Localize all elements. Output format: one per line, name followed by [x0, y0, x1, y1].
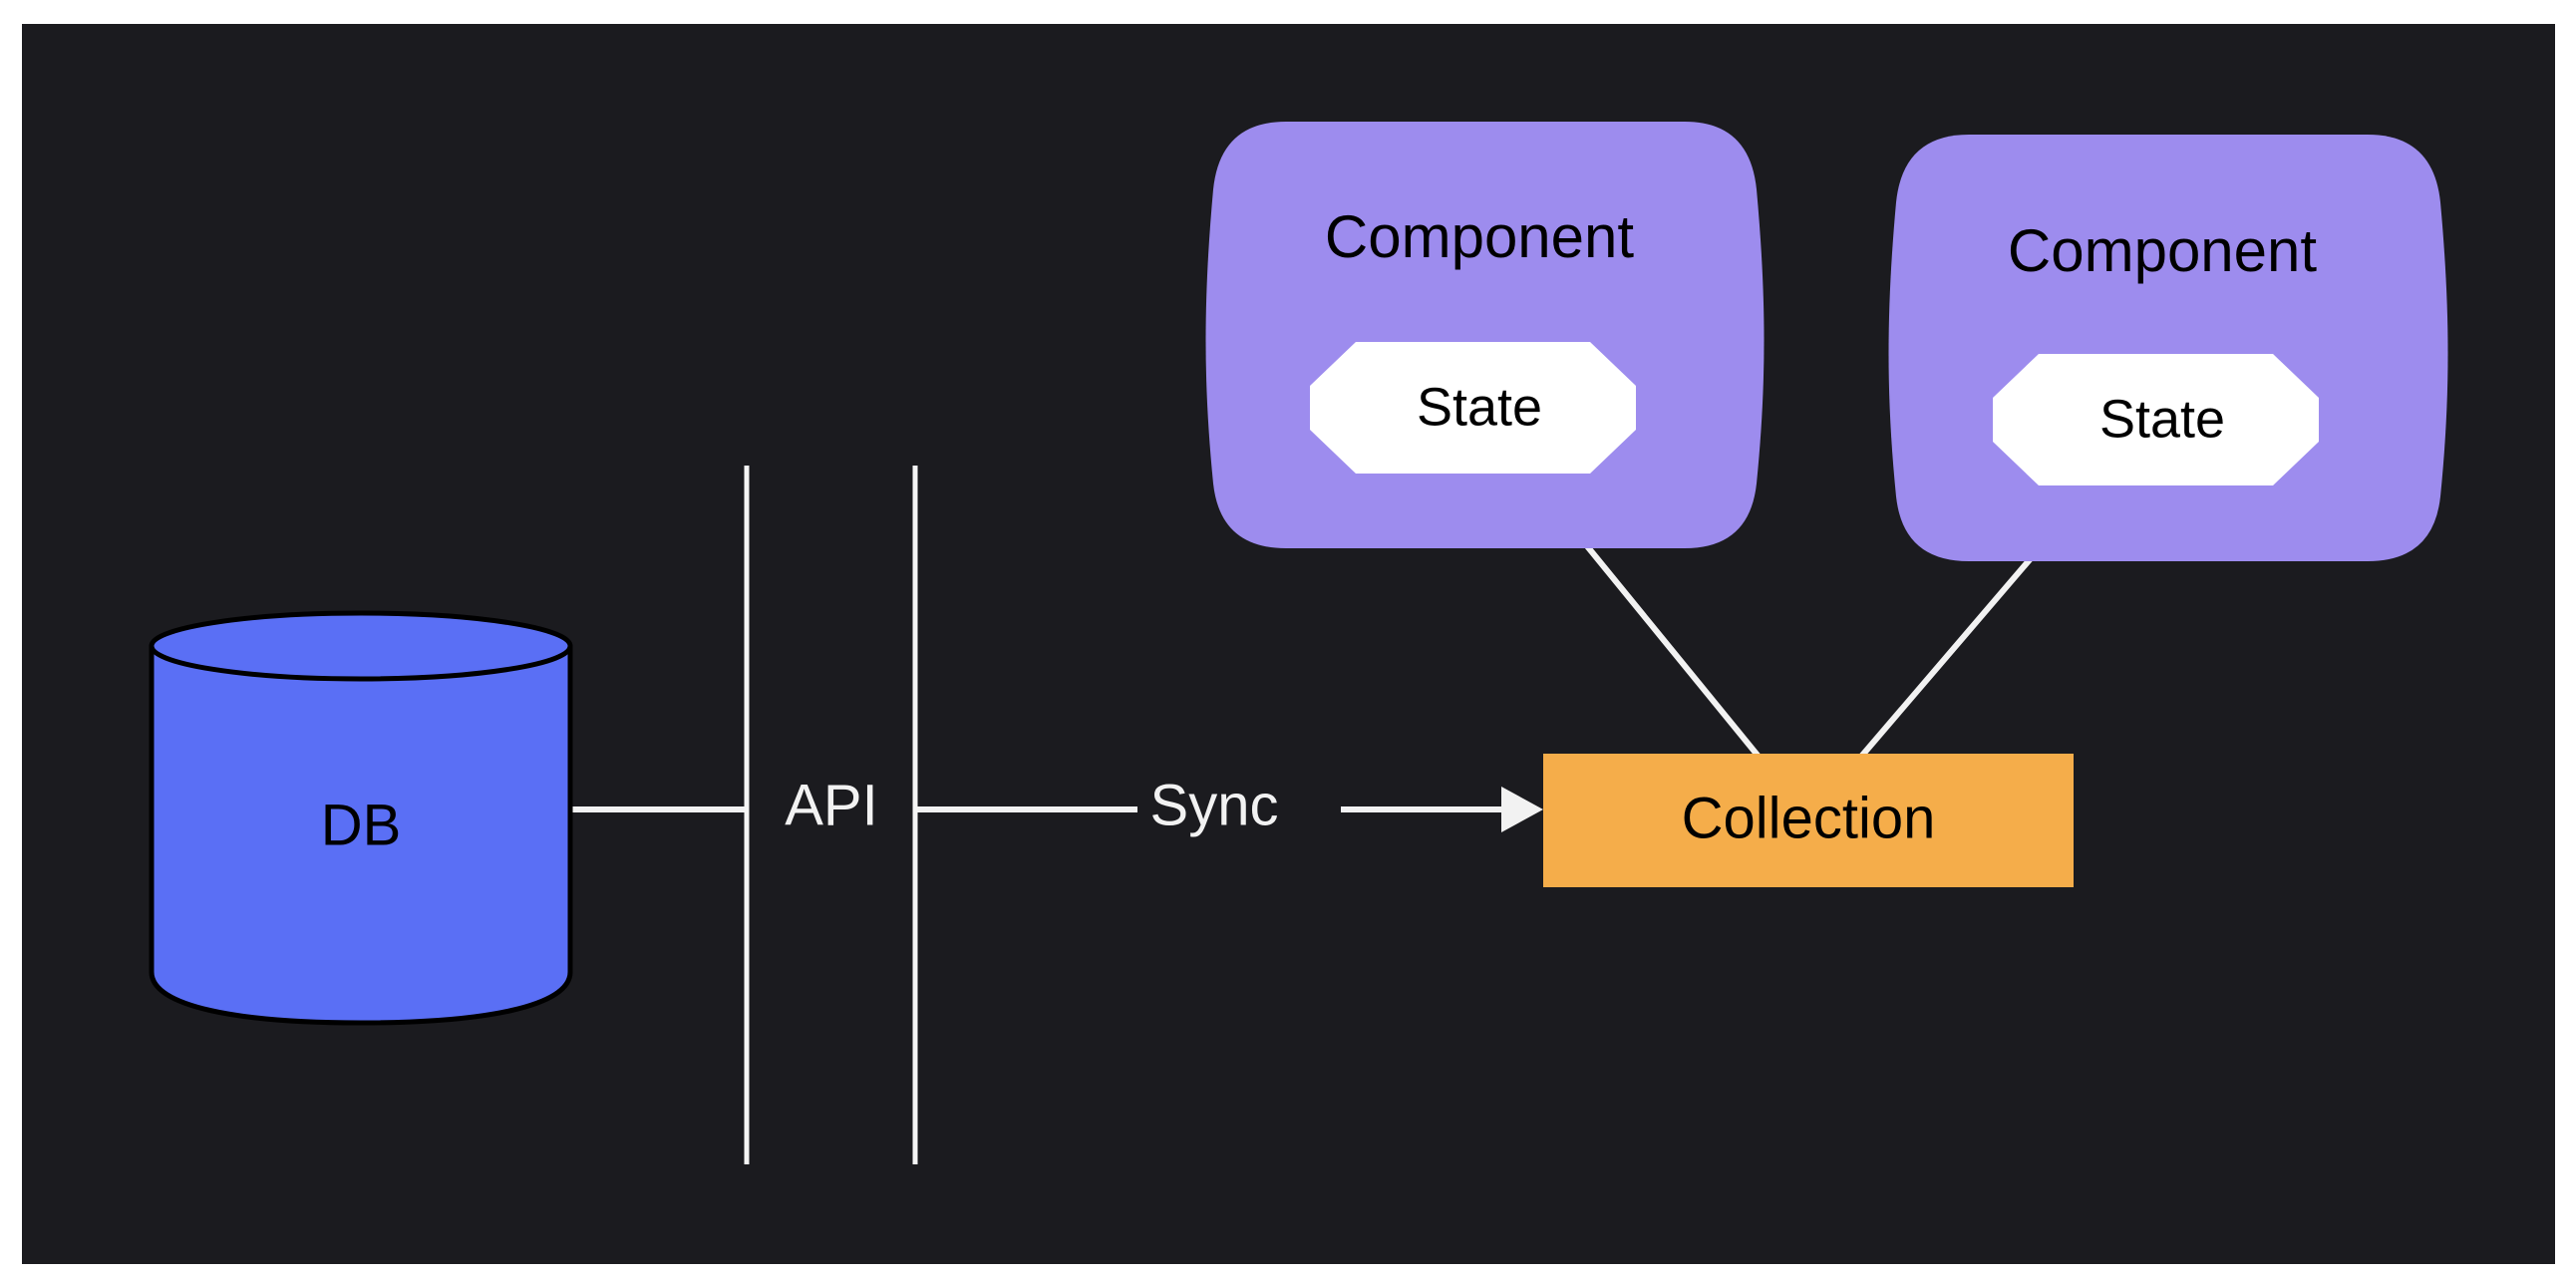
sync-label: Sync	[1150, 773, 1279, 837]
collection-label: Collection	[1682, 786, 1936, 850]
db-cylinder-top	[149, 610, 573, 682]
arrowhead-sync-to-collection	[1501, 787, 1543, 832]
component-1-label: Component	[1325, 203, 1635, 270]
state-2-label: State	[2099, 389, 2225, 449]
state-2-octagon	[1993, 354, 2319, 485]
component-node-1[interactable]: Component State	[1205, 122, 1765, 548]
component-1-state[interactable]: State	[1310, 342, 1636, 474]
component-2-label: Component	[2008, 217, 2318, 284]
component-1-barrel	[1205, 122, 1765, 548]
component-node-2[interactable]: Component State	[1888, 135, 2448, 561]
db-cylinder-body	[149, 643, 573, 1026]
db-node[interactable]: DB	[149, 610, 573, 1026]
component-2-state[interactable]: State	[1993, 354, 2319, 485]
state-1-label: State	[1417, 377, 1542, 437]
component-2-barrel	[1888, 135, 2448, 561]
db-label: DB	[321, 793, 402, 857]
state-1-octagon	[1310, 342, 1636, 474]
api-label: API	[785, 773, 878, 837]
collection-node[interactable]: Collection	[1543, 754, 2074, 887]
collection-rect	[1543, 754, 2074, 887]
